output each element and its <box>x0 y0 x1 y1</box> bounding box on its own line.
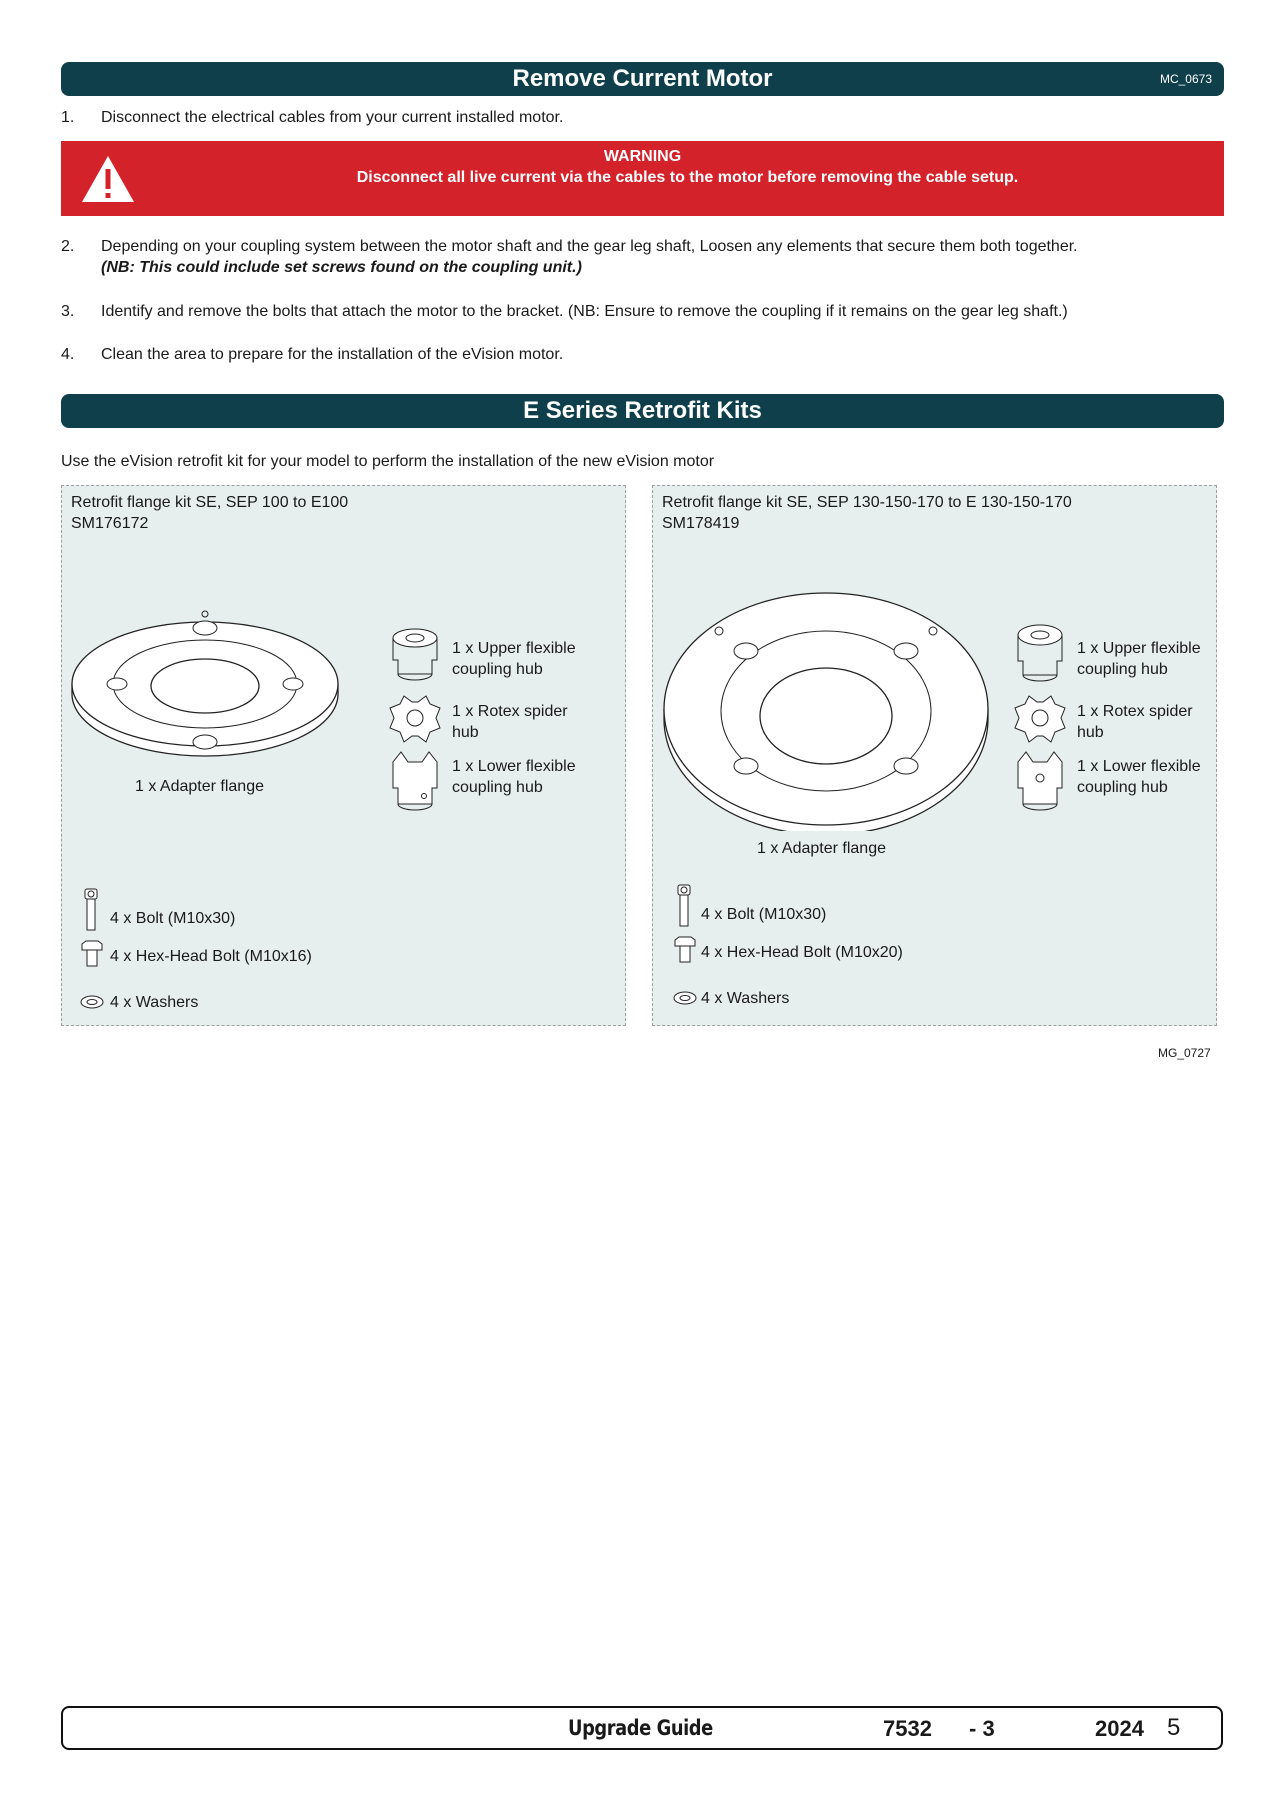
footer-title: Upgrade Guide <box>568 1716 713 1740</box>
section-title: Remove Current Motor <box>512 65 773 92</box>
bolt-icon <box>677 884 691 927</box>
step-note: (NB: This could include set screws found… <box>101 259 582 276</box>
footer-revision: - 3 <box>969 1716 995 1741</box>
kit-panel-1: Retrofit flange kit SE, SEP 100 to E100 … <box>61 485 626 1026</box>
washer-icon <box>673 991 697 1005</box>
kit-part-number: SM176172 <box>71 515 149 532</box>
step-text: Clean the area to prepare for the instal… <box>101 346 564 363</box>
page-footer: Upgrade Guide 7532 - 3 2024 5 <box>61 1706 1223 1750</box>
upper-coupling-hub-image <box>1017 624 1063 682</box>
bolt-icon <box>84 888 98 931</box>
adapter-flange-image <box>71 610 339 757</box>
section-banner-remove-motor: Remove Current Motor MC_0673 <box>61 62 1224 96</box>
intro-text: Use the eVision retrofit kit for your mo… <box>61 453 715 470</box>
warning-label: WARNING <box>603 148 682 165</box>
step-number: 4. <box>61 346 75 363</box>
lower-coupling-hub-image <box>1017 751 1063 811</box>
washers-label: 4 x Washers <box>110 994 199 1011</box>
hex-bolt-label: 4 x Hex-Head Bolt (M10x20) <box>701 944 903 961</box>
hex-bolt-label: 4 x Hex-Head Bolt (M10x16) <box>110 948 312 965</box>
adapter-flange-image <box>663 592 989 831</box>
washer-icon <box>80 995 104 1009</box>
adapter-flange-label: 1 x Adapter flange <box>135 778 264 795</box>
warning-box: WARNING Disconnect all live current via … <box>61 141 1224 216</box>
figure-code: MG_0727 <box>1158 1046 1211 1060</box>
section-banner-retrofit-kits: E Series Retrofit Kits <box>61 394 1224 428</box>
bolt-label: 4 x Bolt (M10x30) <box>110 910 236 927</box>
step-number: 3. <box>61 303 75 320</box>
kit-title: Retrofit flange kit SE, SEP 100 to E100 <box>71 494 349 511</box>
hex-bolt-icon <box>674 936 696 963</box>
step-text: Identify and remove the bolts that attac… <box>101 303 1068 320</box>
kit-part-number: SM178419 <box>662 515 740 532</box>
bolt-label: 4 x Bolt (M10x30) <box>701 906 827 923</box>
step-text: Disconnect the electrical cables from yo… <box>101 109 564 126</box>
warning-triangle-icon <box>82 156 134 202</box>
page-number: 5 <box>1167 1714 1181 1741</box>
upper-coupling-hub-image <box>392 628 438 681</box>
section-code: MC_0673 <box>1159 72 1212 86</box>
adapter-flange-label: 1 x Adapter flange <box>757 840 886 857</box>
kit-name: Retrofit flange kit SE, SEP 100 to E100 … <box>71 492 348 534</box>
rotex-spider-image <box>389 695 441 743</box>
kit-name: Retrofit flange kit SE, SEP 130-150-170 … <box>662 492 1072 534</box>
lower-coupling-hub-image <box>392 751 438 811</box>
kit-title: Retrofit flange kit SE, SEP 130-150-170 … <box>662 494 1072 511</box>
rotex-spider-image <box>1014 695 1066 743</box>
warning-message: Disconnect all live current via the cabl… <box>356 169 1019 186</box>
kit-panel-2: Retrofit flange kit SE, SEP 130-150-170 … <box>652 485 1217 1026</box>
hex-bolt-icon <box>81 940 103 967</box>
footer-doc-number: 7532 <box>883 1716 932 1741</box>
step-text: Depending on your coupling system betwee… <box>101 238 1078 255</box>
step-number: 2. <box>61 238 75 255</box>
section-title: E Series Retrofit Kits <box>523 397 762 424</box>
step-number: 1. <box>61 109 75 126</box>
footer-year: 2024 <box>1095 1716 1144 1741</box>
washers-label: 4 x Washers <box>701 990 790 1007</box>
